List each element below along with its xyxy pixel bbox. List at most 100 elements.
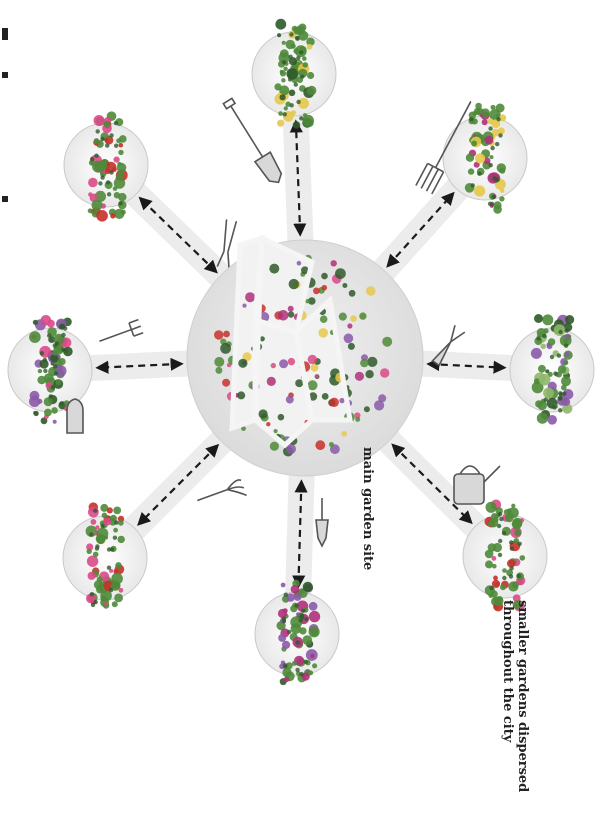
plant-cluster [303, 62, 309, 68]
central-planting [322, 393, 329, 400]
central-planting [366, 286, 376, 296]
plant-cluster [280, 94, 286, 100]
plant-cluster [485, 560, 493, 568]
foliage-dot [283, 112, 287, 116]
plant-cluster [37, 376, 46, 385]
plant-cluster [538, 365, 546, 373]
foliage-dot [502, 576, 506, 580]
foliage-dot [536, 336, 540, 340]
central-planting [339, 398, 344, 403]
plant-cluster [299, 627, 306, 634]
foliage-dot [498, 512, 502, 516]
foliage-dot [295, 36, 299, 40]
shears-blades [221, 219, 236, 252]
central-planting [339, 313, 347, 321]
plant-cluster [475, 153, 485, 163]
plant-cluster [114, 209, 124, 219]
foliage-dot [61, 333, 65, 337]
foliage-dot [287, 630, 291, 634]
plant-cluster [118, 150, 123, 155]
plant-cluster [510, 513, 514, 517]
central-planting [279, 359, 288, 368]
trowel-blade [316, 520, 328, 546]
plant-cluster [110, 213, 115, 218]
foliage-dot [490, 146, 494, 150]
foliage-dot [469, 117, 473, 121]
central-planting [350, 315, 357, 322]
plant-cluster [52, 351, 57, 356]
plant-cluster [307, 72, 314, 79]
foliage-dot [110, 547, 114, 551]
foliage-dot [552, 405, 556, 409]
plant-cluster [565, 315, 574, 324]
central-planting [286, 396, 294, 404]
glove-icon [67, 399, 83, 433]
foliage-dot [61, 348, 65, 352]
foliage-dot [100, 137, 104, 141]
central-planting [271, 363, 276, 368]
plant-cluster [44, 397, 53, 406]
foliage-dot [295, 668, 299, 672]
central-planting [365, 370, 373, 378]
plant-cluster [310, 654, 314, 658]
plant-cluster [514, 530, 521, 537]
central-planting [344, 334, 354, 344]
plant-cluster [307, 86, 316, 95]
plant-cluster [303, 582, 313, 592]
plant-cluster [500, 189, 504, 193]
foliage-dot [299, 116, 303, 120]
plant-cluster [562, 398, 570, 406]
rake-handle [99, 330, 131, 342]
plant-cluster [490, 155, 494, 159]
plant-cluster [485, 550, 494, 559]
plant-cluster [93, 552, 99, 558]
central-planting [242, 304, 246, 308]
foliage-dot [518, 542, 522, 546]
plant-cluster [34, 411, 39, 416]
plant-cluster [104, 602, 108, 606]
central-planting [380, 368, 389, 377]
foliage-dot [54, 371, 58, 375]
foliage-dot [90, 592, 94, 596]
plant-cluster [286, 68, 297, 79]
central-planting [315, 440, 325, 450]
foliage-dot [558, 408, 562, 412]
foliage-dot [542, 334, 546, 338]
plant-cluster [282, 41, 286, 45]
foliage-dot [564, 344, 568, 348]
foliage-dot [553, 371, 557, 375]
central-planting [329, 442, 334, 447]
hand-shears-icon [217, 219, 237, 268]
plant-cluster [112, 601, 118, 607]
plant-cluster [468, 168, 474, 174]
plant-cluster [117, 162, 121, 166]
plant-cluster [502, 568, 507, 573]
plant-cluster [95, 162, 106, 173]
foliage-dot [495, 142, 499, 146]
central-planting [278, 310, 289, 321]
plant-cluster [302, 115, 314, 127]
plant-cluster [37, 399, 42, 404]
central-planting [331, 260, 337, 266]
plant-cluster [50, 354, 58, 362]
central-planting [318, 328, 328, 338]
central-planting [288, 358, 295, 365]
central-planting [347, 323, 352, 328]
plant-cluster [563, 338, 569, 344]
plant-cluster [275, 19, 286, 30]
foliage-dot [51, 385, 55, 389]
plant-cluster [294, 593, 302, 601]
satellite-garden-north [252, 19, 336, 129]
central-planting [335, 268, 346, 279]
plant-cluster [277, 120, 284, 127]
plant-cluster [56, 379, 62, 385]
plant-cluster [548, 338, 555, 345]
foliage-dot [118, 201, 122, 205]
plant-cluster [493, 517, 499, 523]
central-planting [278, 414, 285, 421]
plant-cluster [114, 594, 123, 603]
foliage-dot [499, 517, 503, 521]
plant-cluster [307, 44, 313, 50]
foliage-dot [558, 330, 562, 334]
plant-cluster [116, 176, 120, 180]
